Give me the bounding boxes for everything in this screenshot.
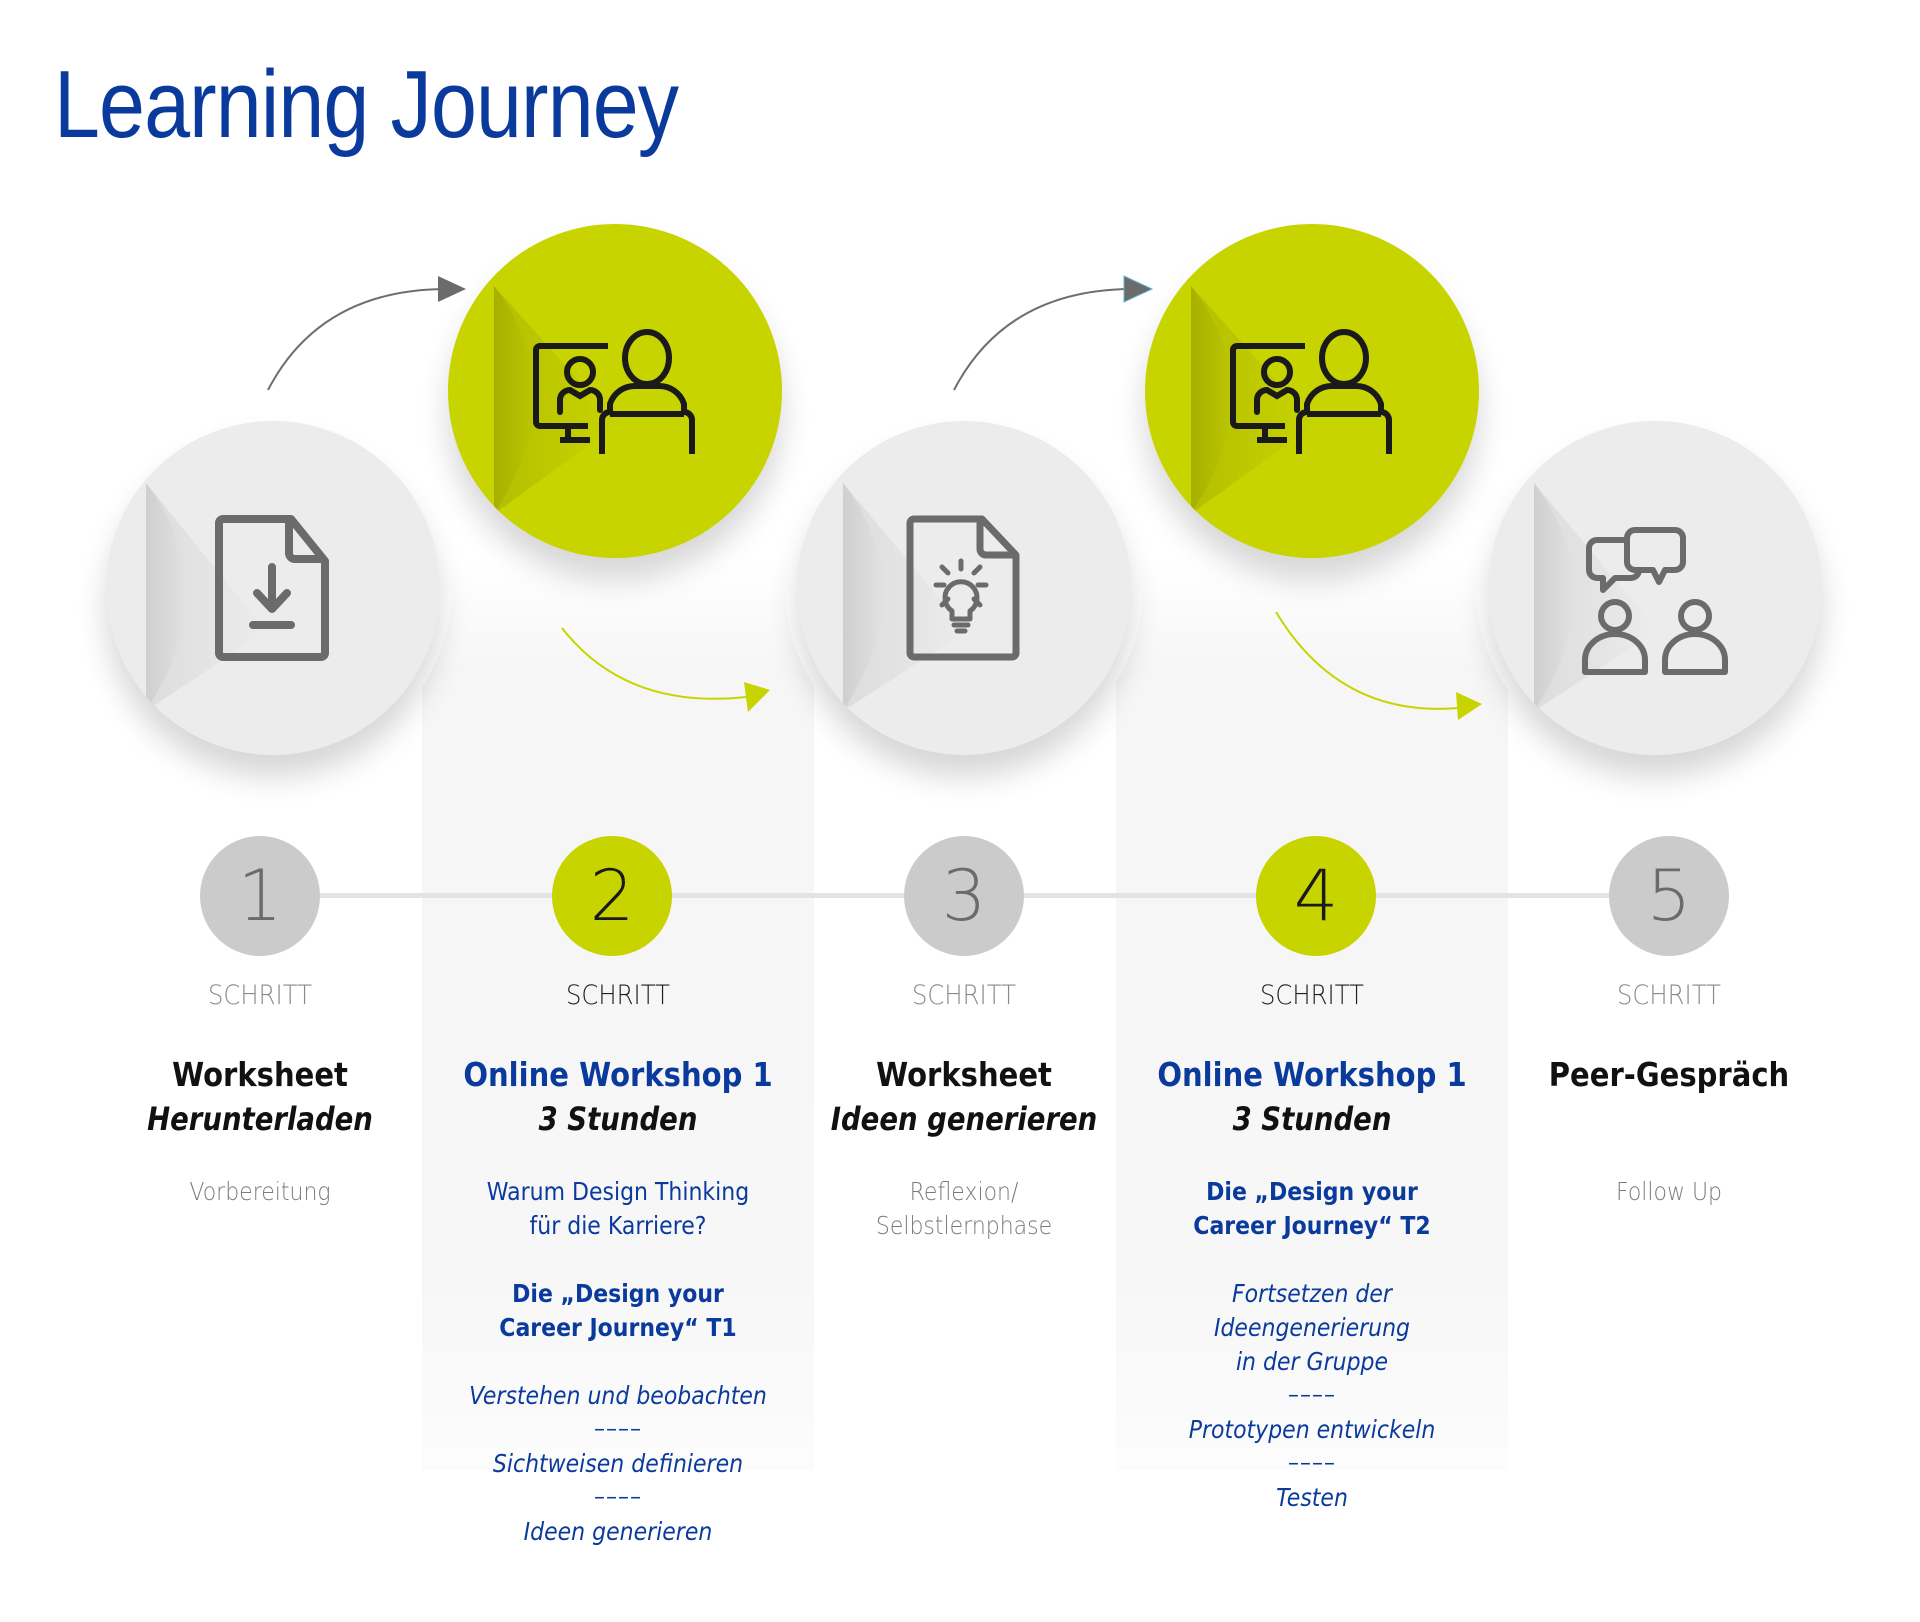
step-title: Online Workshop 1 (463, 1055, 773, 1094)
arrow-step4-to-step5 (1275, 611, 1482, 720)
step-3-icon-circle (797, 421, 1131, 755)
page-title: Learning Journey (54, 51, 679, 158)
step-label: SCHRITT (208, 980, 312, 1011)
step-3-number: 3 (904, 836, 1024, 956)
phase-item: Prototypen entwickeln (1188, 1415, 1436, 1444)
step-title: Online Workshop 1 (1157, 1055, 1467, 1094)
phase-item: Testen (1276, 1483, 1348, 1512)
step-topic-line: Die „Design your (1206, 1177, 1418, 1206)
step-1-number: 1 (200, 836, 320, 956)
step-4-icon-circle (1145, 224, 1479, 558)
document-download-icon (215, 515, 329, 661)
step-2-details: SCHRITT Online Workshop 1 3 Stunden Waru… (422, 980, 814, 1549)
step-5-icon-circle (1488, 421, 1822, 755)
step-title: Worksheet (172, 1055, 348, 1094)
arrow-step1-to-step2 (267, 276, 466, 391)
step-topic-line: Die „Design your (512, 1279, 724, 1308)
phase-item: in der Gruppe (1235, 1347, 1389, 1376)
step-subtitle: Ideen generieren (830, 1100, 1098, 1138)
arrow-step3-to-step4 (953, 275, 1154, 391)
step-subtitle: 3 Stunden (538, 1100, 698, 1138)
step-4-highlight-column (1116, 560, 1508, 1470)
step-1-details: SCHRITT Worksheet Herunterladen Vorberei… (64, 980, 456, 1209)
peer-conversation-icon (1582, 527, 1728, 676)
phase-separator: –––– (1288, 1383, 1336, 1408)
step-description-line: Warum Design Thinking (486, 1177, 750, 1206)
phase-separator: –––– (594, 1417, 642, 1442)
step-label: SCHRITT (1260, 980, 1364, 1011)
phase-item: Verstehen und beobachten (469, 1381, 767, 1410)
phase-item: Ideen generieren (523, 1517, 713, 1546)
step-1-icon-circle (106, 421, 440, 755)
step-description-line: Reflexion/ (909, 1177, 1019, 1206)
step-description-line: für die Karriere? (529, 1211, 707, 1240)
step-description: Vorbereitung (189, 1177, 331, 1206)
step-2-number: 2 (552, 836, 672, 956)
phase-separator: –––– (1288, 1451, 1336, 1476)
step-label: SCHRITT (1617, 980, 1721, 1011)
step-subtitle: 3 Stunden (1232, 1100, 1392, 1138)
step-topic-line: Career Journey“ T1 (499, 1313, 737, 1342)
step-subtitle: Herunterladen (147, 1100, 373, 1138)
step-4-number: 4 (1256, 836, 1376, 956)
step-title: Peer-Gespräch (1548, 1055, 1790, 1094)
video-conference-icon (533, 329, 695, 454)
step-label: SCHRITT (912, 980, 1016, 1011)
step-3-details: SCHRITT Worksheet Ideen generieren Refle… (768, 980, 1160, 1243)
phase-item: Sichtweisen definieren (492, 1449, 744, 1478)
step-5-details: SCHRITT Peer-Gespräch Follow Up (1473, 980, 1865, 1209)
document-lightbulb-icon (906, 515, 1020, 661)
step-topic-line: Career Journey“ T2 (1193, 1211, 1431, 1240)
step-description-line: Selbstlernphase (875, 1211, 1053, 1240)
step-4-details: SCHRITT Online Workshop 1 3 Stunden Die … (1116, 980, 1508, 1515)
step-description: Follow Up (1615, 1177, 1723, 1206)
phase-item: Fortsetzen der Ideengenerierung (1213, 1279, 1411, 1342)
step-5-number: 5 (1609, 836, 1729, 956)
step-title: Worksheet (876, 1055, 1052, 1094)
step-label: SCHRITT (566, 980, 670, 1011)
phase-separator: –––– (594, 1485, 642, 1510)
step-2-icon-circle (448, 224, 782, 558)
step-2-highlight-column (422, 560, 814, 1470)
video-conference-icon (1230, 329, 1392, 454)
arrow-step2-to-step3 (561, 627, 770, 712)
